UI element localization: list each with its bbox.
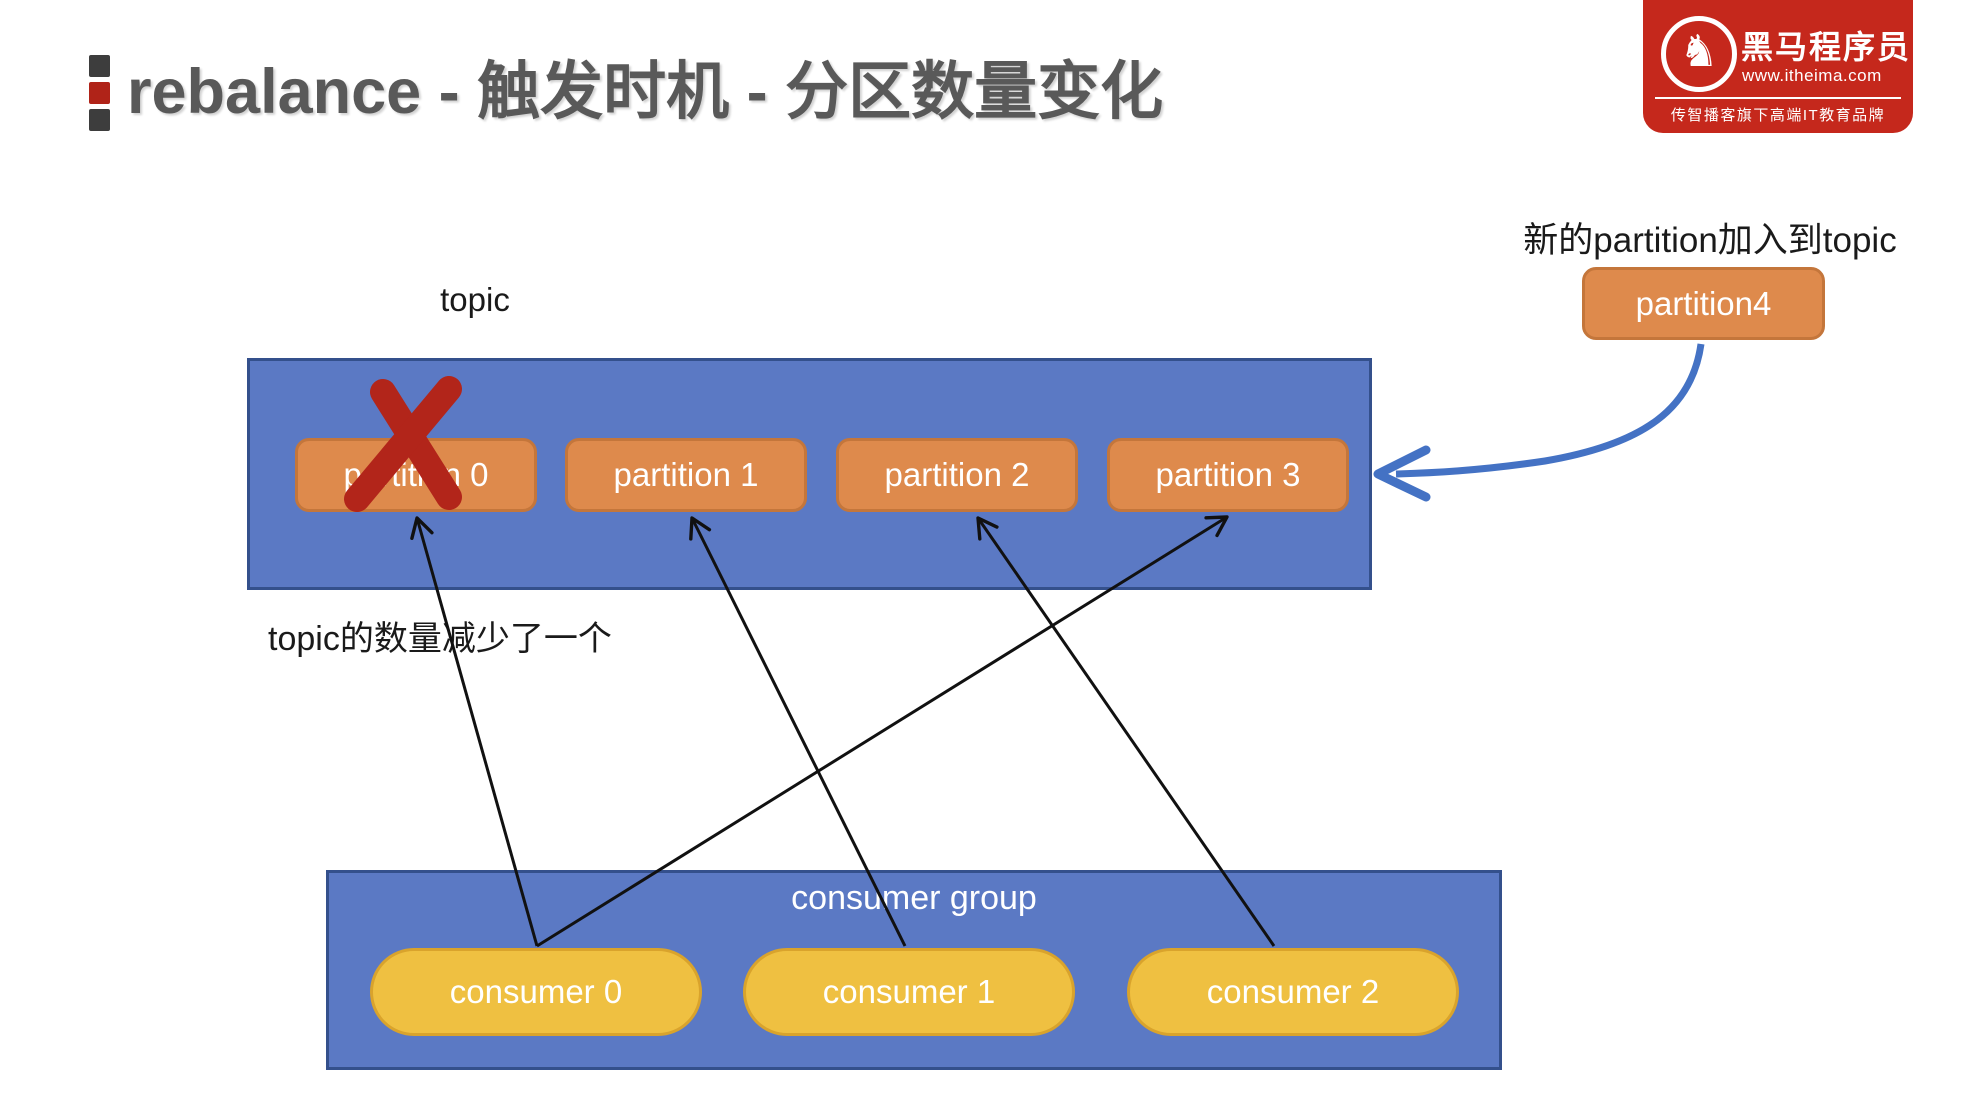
bullet-square-icon [89,108,110,131]
node-partition4: partition4 [1582,267,1825,340]
logo-top: ♞ 黑马程序员 www.itheima.com [1643,0,1913,97]
logo-divider [1655,97,1901,99]
topic-label: topic [440,281,510,318]
horse-icon: ♞ [1679,27,1719,76]
logo-tagline: 传智播客旗下高端IT教育品牌 [1670,107,1886,124]
annotation-new-partition: 新的partition加入到topic [1523,221,1897,260]
node-partition-3: partition 3 [1107,438,1349,512]
title-bullet-icons [89,54,110,131]
node-consumer-2: consumer 2 [1127,948,1459,1036]
annotation-partition-reduced: topic的数量减少了一个 [268,620,612,658]
bullet-square-icon [89,54,110,77]
consumer-group-label: consumer group [791,879,1037,917]
node-consumer-0: consumer 0 [370,948,702,1036]
node-partition-2: partition 2 [836,438,1078,512]
arrow-partition4-topic [1395,343,1705,478]
page-title: rebalance - 触发时机 - 分区数量变化 [127,57,1164,127]
node-partition-1: partition 1 [565,438,807,512]
bullet-square-red-icon [89,81,110,104]
node-consumer-1: consumer 1 [743,948,1075,1036]
logo-brand-name: 黑马程序员 [1741,29,1912,65]
blue-arrowhead-icon [1373,445,1431,502]
horse-emblem-icon: ♞ [1661,16,1737,92]
title-block: rebalance - 触发时机 - 分区数量变化 [89,34,1163,151]
node-partition-0: partition 0 [295,438,537,512]
logo-url: www.itheima.com [1742,66,1882,85]
itheima-logo: ♞ 黑马程序员 www.itheima.com 传智播客旗下高端IT教育品牌 [1643,0,1913,133]
